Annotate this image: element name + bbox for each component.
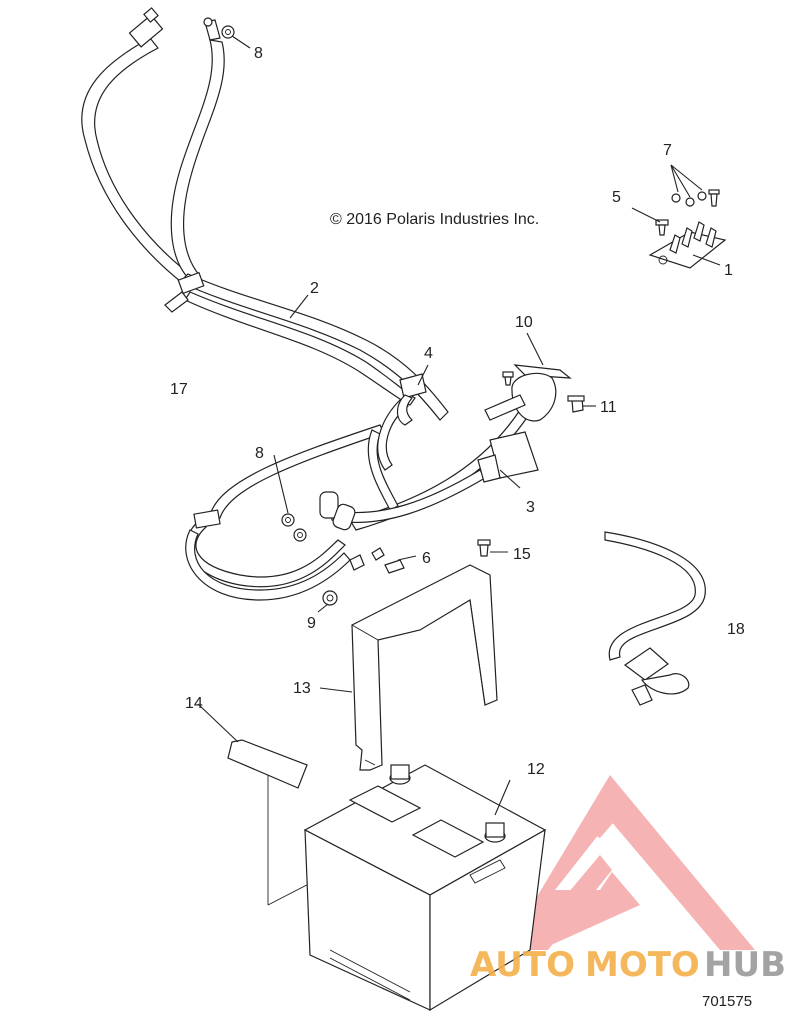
callout-4: 4 [424, 345, 433, 362]
callout-8-top: 8 [254, 45, 263, 62]
watermark-logo [505, 775, 755, 950]
callout-labels: 1 2 3 4 5 6 7 8 8 9 10 11 12 13 14 15 17… [170, 45, 745, 778]
callout-1: 1 [724, 262, 733, 279]
leader-lines [197, 35, 721, 816]
callout-7: 7 [663, 142, 672, 159]
watermark-auto: AUTO [470, 945, 575, 985]
callout-11: 11 [600, 399, 617, 416]
callout-13: 13 [293, 680, 311, 697]
callout-10: 10 [515, 314, 533, 331]
main-wire-harness [81, 7, 572, 601]
callout-15: 15 [513, 546, 531, 563]
callout-17: 17 [170, 381, 188, 398]
watermark-moto: MOTO [585, 945, 700, 985]
battery [303, 764, 547, 1012]
negative-cable [604, 531, 706, 706]
callout-14: 14 [185, 695, 203, 712]
callout-12: 12 [527, 761, 545, 778]
watermark-text: AUTO MOTO HUB [470, 945, 786, 985]
hardware [221, 25, 585, 606]
callout-9: 9 [307, 615, 316, 632]
diagram-part-number: 701575 [702, 993, 752, 1010]
callout-2: 2 [310, 280, 319, 297]
battery-hold-down [351, 564, 498, 771]
callout-8-lower: 8 [255, 445, 264, 462]
callout-3: 3 [526, 499, 535, 516]
callout-6: 6 [422, 550, 431, 567]
callout-5: 5 [612, 189, 621, 206]
terminal-block [648, 189, 727, 269]
callout-18: 18 [727, 621, 745, 638]
copyright-notice: © 2016 Polaris Industries Inc. [330, 211, 539, 228]
watermark-hub: HUB [704, 945, 786, 985]
